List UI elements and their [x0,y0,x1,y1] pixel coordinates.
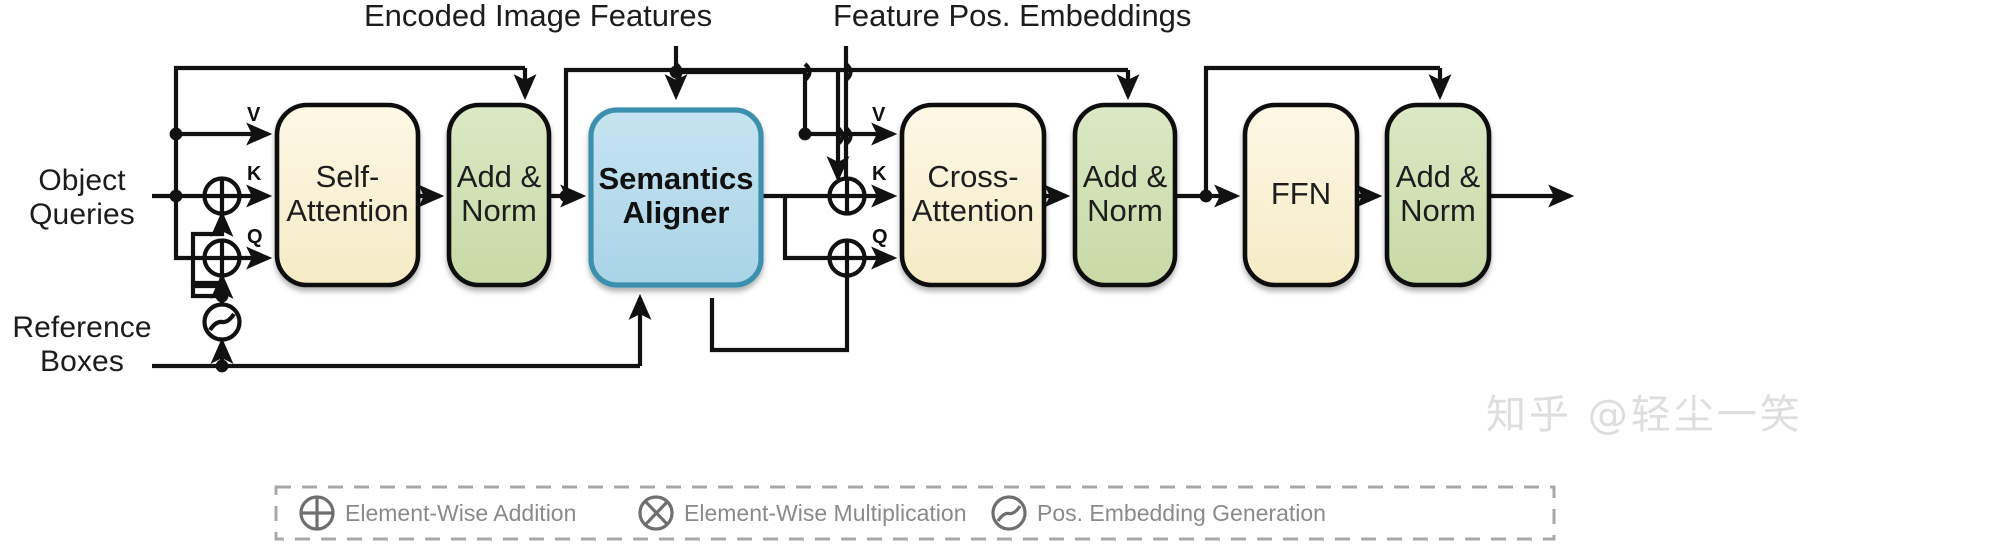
port-label-self-attn-q: Q [247,226,263,248]
operator-add-q-objqueries [202,238,242,278]
operator-add-cross-q [827,238,867,278]
wire-oq-down-to-q [173,196,207,261]
operator-pos-embedding-generation [202,302,242,342]
port-label-self-attn-v: V [247,104,261,126]
block-ffn[interactable] [1242,102,1360,288]
legend-plus-icon [299,495,335,531]
legend-times-icon [638,495,674,531]
block-self-attention[interactable] [274,102,421,288]
operator-add-k-objqueries [202,176,242,216]
block-add-norm-1[interactable] [446,102,552,288]
wire-ffn-residual-riser [1203,65,1440,196]
watermark-text: 知乎 @轻尘一笑 [1486,392,1803,438]
port-label-cross-attn-q: Q [872,226,888,248]
wire-aligner-bottom-bus [709,277,850,353]
wire-hops [674,62,853,146]
label-encoded-image-features: Encoded Image Features [364,0,713,33]
legend-label-element-wise-multiplication: Element-Wise Multiplication [684,500,967,526]
legend-label-element-wise-addition: Element-Wise Addition [345,500,577,526]
label-object-queries: Object Queries [29,164,135,231]
port-label-self-attn-k: K [247,163,262,185]
wire-oq-riser [173,65,525,196]
block-add-norm-2[interactable] [1072,102,1178,288]
wire-aligner-out-q [782,196,832,261]
legend-posgen-icon [991,495,1027,531]
port-label-cross-attn-v: V [872,104,886,126]
label-feature-pos-embeddings: Feature Pos. Embeddings [833,0,1192,33]
block-add-norm-3[interactable] [1384,102,1492,288]
operator-add-cross-k [827,176,867,216]
legend-frame [274,485,1556,541]
label-reference-boxes: Reference Boxes [12,311,152,378]
block-cross-attention[interactable] [899,102,1047,288]
operator-group [202,176,867,342]
block-group [274,102,1492,288]
legend-label-pos-embedding-generation: Pos. Embedding Generation [1037,500,1326,526]
port-label-cross-attn-k: K [872,163,887,185]
block-semantics-aligner[interactable] [588,107,764,288]
